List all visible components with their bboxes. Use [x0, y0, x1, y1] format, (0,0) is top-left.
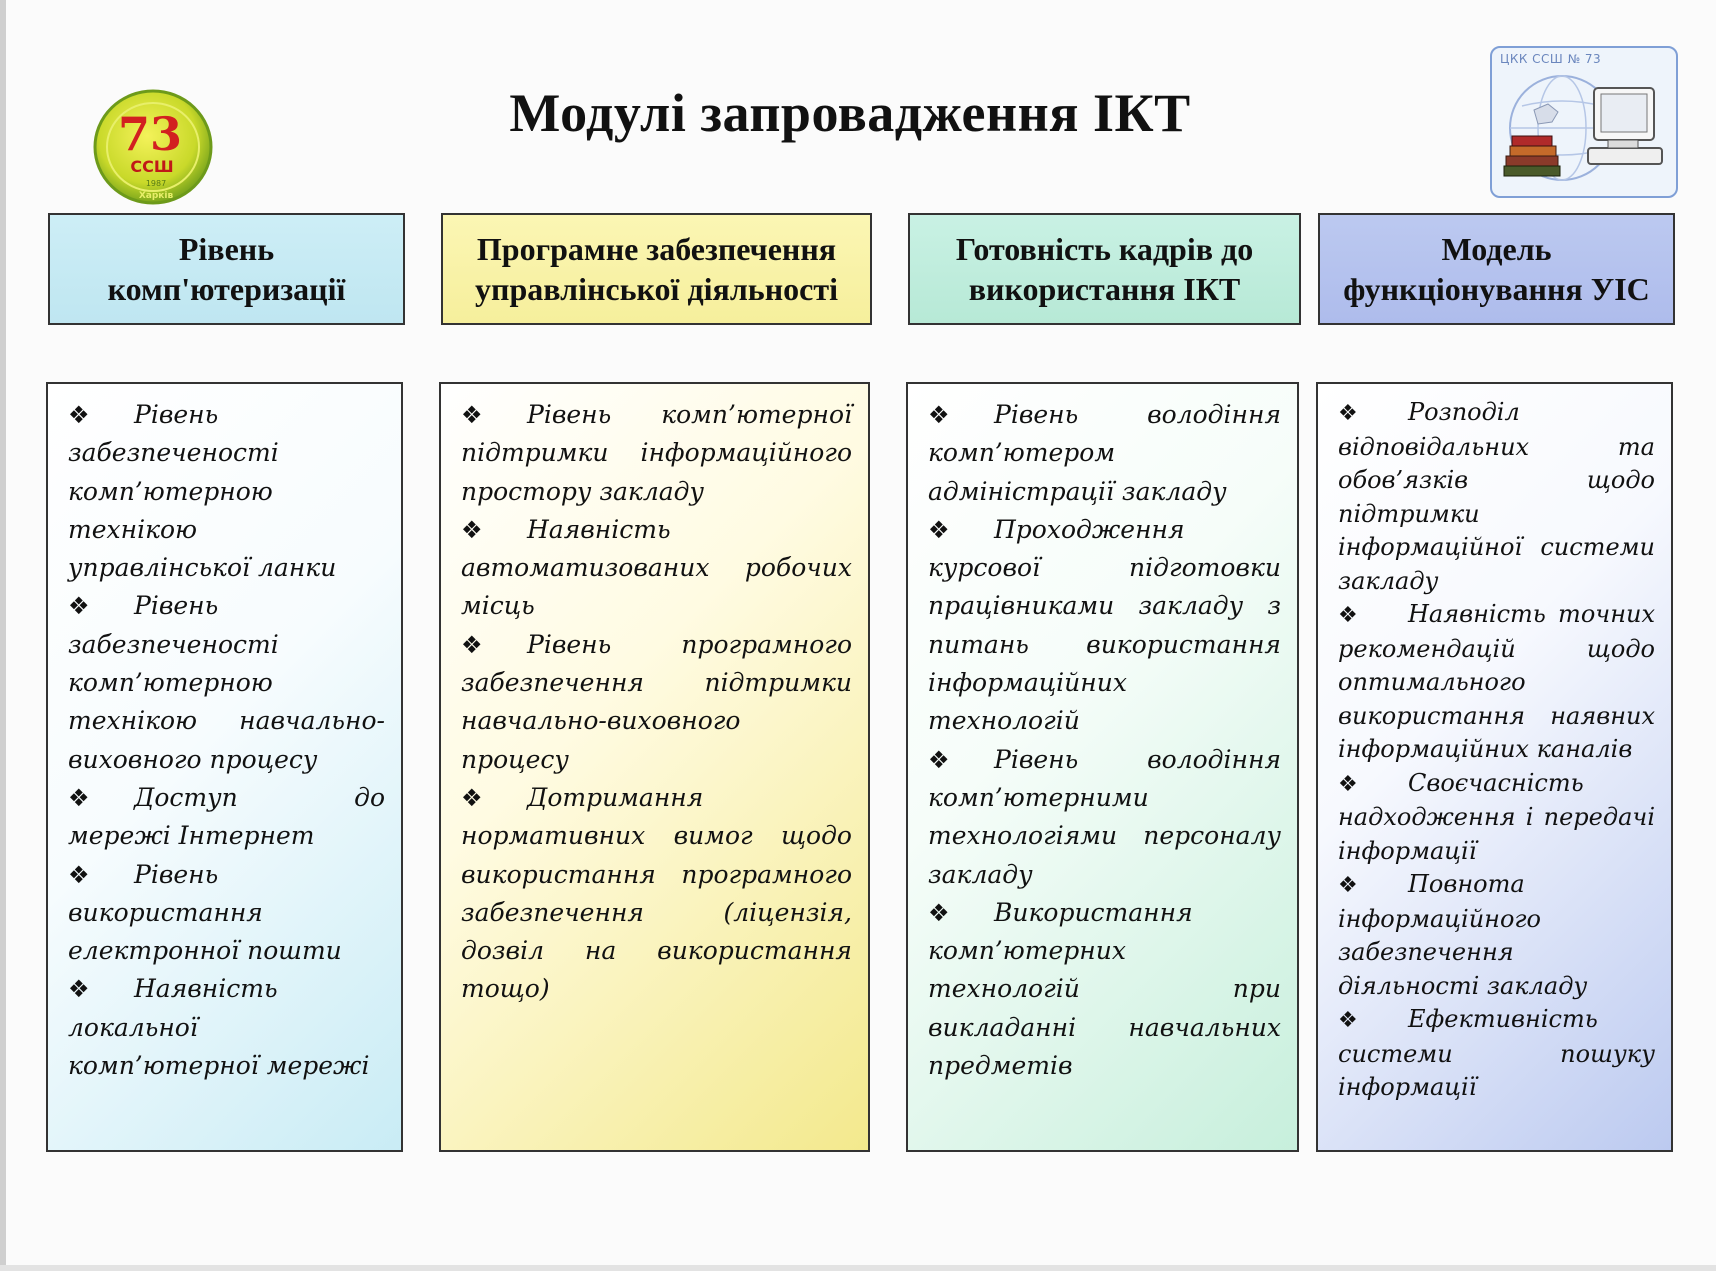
list-item: ❖Рівень володіння комп’ютером адміністра… — [928, 396, 1281, 511]
diamond-bullet-icon: ❖ — [68, 401, 90, 429]
diamond-bullet-icon: ❖ — [461, 783, 483, 812]
diamond-bullet-icon: ❖ — [68, 975, 90, 1004]
diamond-bullet-icon: ❖ — [461, 515, 483, 544]
list-item: ❖Доступ до мережі Інтернет — [68, 779, 385, 856]
diamond-bullet-icon: ❖ — [928, 745, 950, 774]
emblem-year: 1987 — [146, 179, 166, 188]
column-box-staff: ❖Рівень володіння комп’ютером адміністра… — [906, 382, 1299, 1152]
column-box-software: ❖Рівень комп’ютерної підтримки інформаці… — [439, 382, 870, 1152]
list-item: ❖Наявність автоматизованих робочих місць — [461, 511, 852, 626]
header-uis-model: Модель функціонування УІС — [1318, 213, 1675, 325]
list-item: ❖Ефективність системи пошуку інформації — [1338, 1005, 1655, 1101]
column-box-uis-model: ❖Розподіл відповідальних та обов’язків щ… — [1316, 382, 1673, 1152]
computer-globe-logo: ЦКК ССШ № 73 — [1490, 46, 1678, 198]
list-item: ❖Дотримання нормативних вимог щодо викор… — [461, 779, 852, 1009]
diamond-bullet-icon: ❖ — [68, 783, 90, 812]
emblem-number: 73 — [118, 107, 182, 161]
list-item: ❖Своєчасність надходження і передачі інф… — [1338, 768, 1655, 865]
header-staff-readiness: Готовність кадрів до використання ІКТ — [908, 213, 1301, 325]
list-item: ❖Розподіл відповідальних та обов’язків щ… — [1338, 398, 1655, 595]
header-computerization-level: Рівень комп'ютеризації — [48, 213, 405, 325]
diamond-bullet-icon: ❖ — [1338, 401, 1358, 426]
diamond-bullet-icon: ❖ — [928, 898, 950, 927]
page-title: Модулі запровадження ІКТ — [509, 83, 1191, 143]
diamond-bullet-icon: ❖ — [1338, 771, 1358, 797]
list-item: ❖Рівень забезпеченості комп’ютерною техн… — [68, 396, 385, 587]
list-item: ❖Рівень володіння комп’ютерними технолог… — [928, 741, 1281, 894]
globe-computer-icon — [1503, 75, 1663, 181]
header-management-software: Програмне забезпечення управлінської дія… — [441, 213, 872, 325]
list-item: ❖Повнота інформаційного забезпечення дія… — [1338, 870, 1588, 1000]
list-item: ❖Рівень програмного забезпечення підтрим… — [461, 626, 852, 779]
diamond-bullet-icon: ❖ — [928, 401, 950, 429]
scan-edge — [0, 0, 6, 1271]
list-item: ❖Проходження курсової підготовки працівн… — [928, 511, 1281, 741]
emblem-abbrev: ССШ — [130, 157, 173, 176]
diamond-bullet-icon: ❖ — [1338, 603, 1358, 628]
diamond-bullet-icon: ❖ — [1338, 1008, 1358, 1033]
diamond-bullet-icon: ❖ — [461, 630, 483, 659]
emblem-city: Харків — [139, 190, 174, 201]
list-item: ❖Наявність точних рекомендацій щодо опти… — [1338, 600, 1655, 763]
diamond-bullet-icon: ❖ — [68, 592, 90, 621]
list-item: ❖Використання комп’ютерних технологій пр… — [928, 894, 1281, 1085]
list-item: ❖Рівень використання електронної пошти — [68, 856, 385, 971]
list-item: ❖Наявність локальної комп’ютерної мережі — [68, 970, 385, 1085]
logo-label: ЦКК ССШ № 73 — [1500, 52, 1602, 66]
list-item: ❖Рівень комп’ютерної підтримки інформаці… — [461, 396, 852, 511]
diamond-bullet-icon: ❖ — [461, 401, 483, 429]
diamond-bullet-icon: ❖ — [1338, 873, 1358, 898]
school-emblem-logo: 73 ССШ 1987 Харків — [93, 89, 213, 205]
diamond-bullet-icon: ❖ — [928, 515, 950, 544]
scan-edge-bottom — [0, 1265, 1716, 1271]
column-box-computerization: ❖Рівень забезпеченості комп’ютерною техн… — [46, 382, 403, 1152]
diamond-bullet-icon: ❖ — [68, 860, 90, 889]
list-item: ❖Рівень забезпеченості комп’ютерною техн… — [68, 587, 385, 778]
